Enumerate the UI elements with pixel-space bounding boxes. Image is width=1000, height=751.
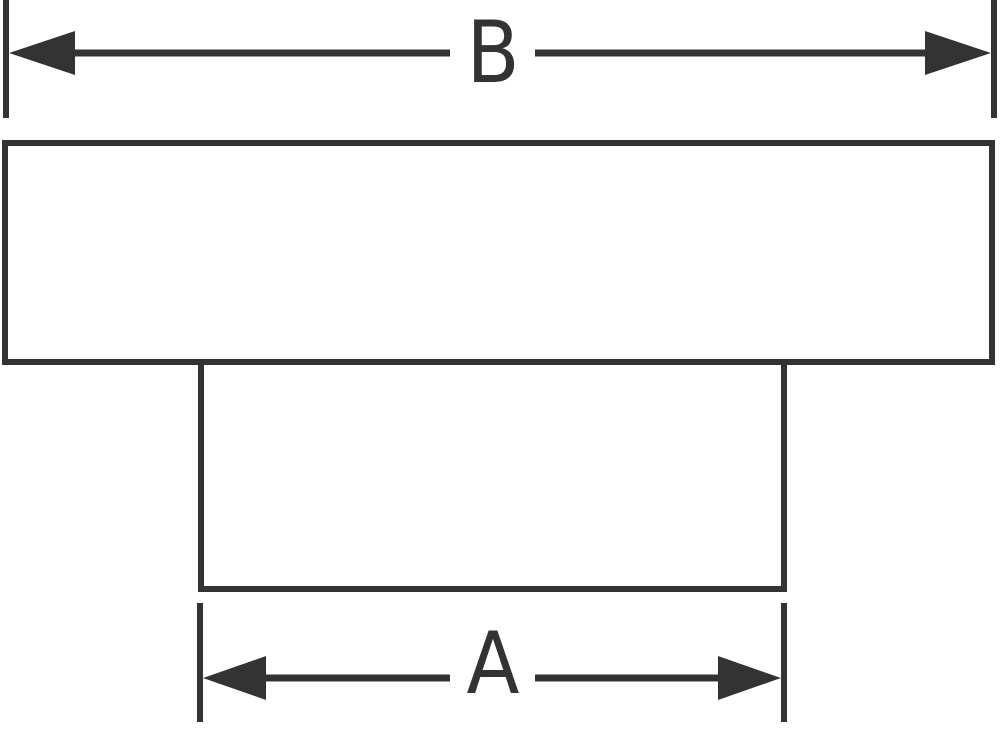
- dimension-b-left-arrowhead: [9, 31, 75, 75]
- dimension-a-label: A: [467, 614, 520, 714]
- dimension-a-right-arrowhead: [718, 656, 781, 700]
- dimension-b-right-arrowhead: [925, 31, 991, 75]
- dimension-b: B: [3, 0, 997, 118]
- body-rectangle: [198, 359, 787, 592]
- flange-rectangle: [2, 140, 995, 365]
- dimension-a: A: [197, 603, 787, 722]
- dimension-a-left-arrowhead: [203, 656, 266, 700]
- dimension-b-label: B: [466, 3, 519, 103]
